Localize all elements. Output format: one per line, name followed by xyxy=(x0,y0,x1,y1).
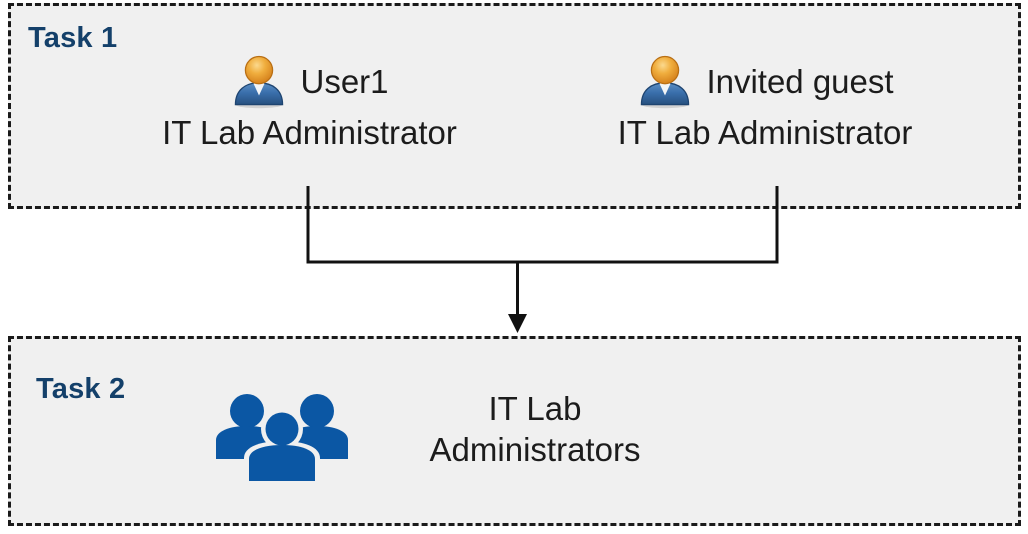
group-name-line-2: Administrators xyxy=(429,431,641,469)
user-icon xyxy=(235,55,284,109)
person-invited-guest-row: Invited guest xyxy=(565,50,965,112)
task-2-container xyxy=(8,336,1021,526)
person-user1-role: IT Lab Administrator xyxy=(162,114,457,151)
person-user1: User1 IT Lab Administrator xyxy=(132,50,487,151)
group-name: IT Lab Administrators xyxy=(390,388,680,471)
task-1-label: Task 1 xyxy=(28,22,118,54)
person-invited-guest-name: Invited guest xyxy=(706,62,894,100)
group-name-line-1: IT Lab xyxy=(488,390,582,427)
person-invited-guest-role: IT Lab Administrator xyxy=(617,114,913,151)
person-invited-guest: Invited guest IT Lab Administrator xyxy=(565,50,965,151)
task-1-container xyxy=(8,3,1021,209)
task-2-label: Task 2 xyxy=(36,373,126,405)
user-icon xyxy=(641,55,690,109)
people-group-icon xyxy=(216,394,348,483)
person-user1-name: User1 xyxy=(300,62,389,100)
person-user1-row: User1 xyxy=(132,50,487,112)
people-group-icon-wrap xyxy=(212,385,352,485)
